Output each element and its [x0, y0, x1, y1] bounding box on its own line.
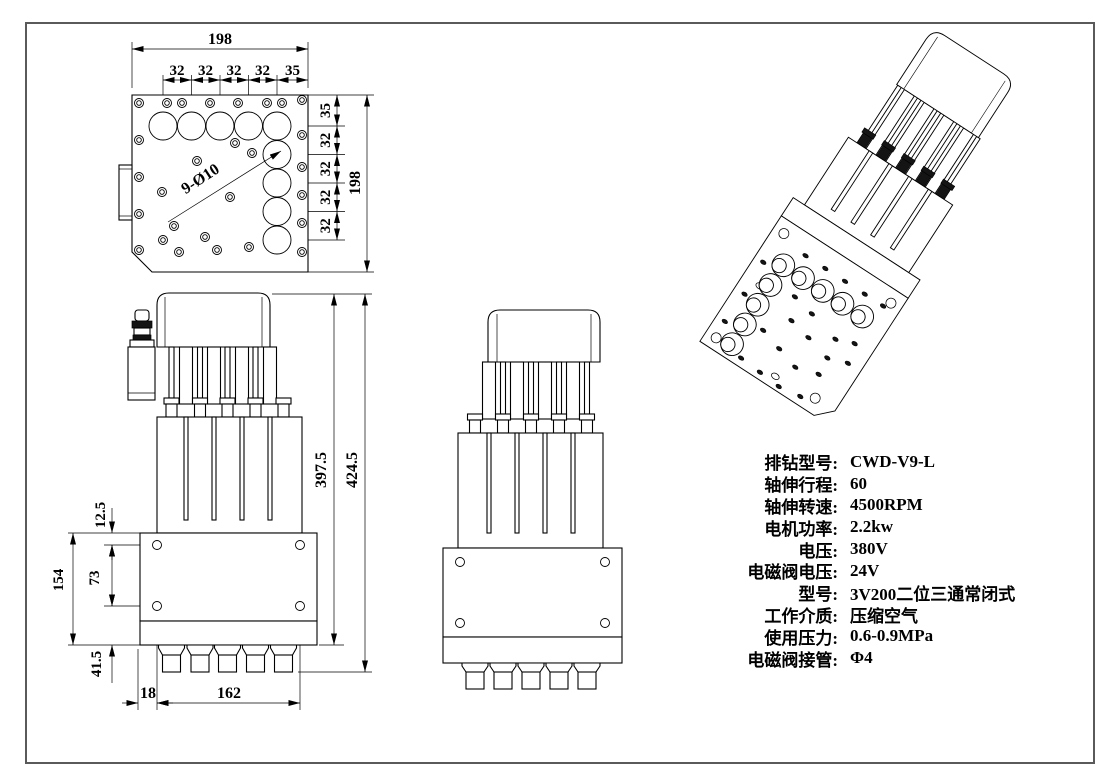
spec-row-model: 排钻型号: CWD-V9-L — [716, 451, 1046, 474]
spec-value: 24V — [850, 560, 880, 580]
front-machine — [127, 292, 318, 673]
dim-pitch: 35 — [285, 63, 300, 79]
drill-chucks — [461, 662, 601, 690]
spec-row-speed: 轴伸转速: 4500RPM — [716, 495, 1046, 517]
dim-side-height: 198 — [347, 171, 364, 195]
spec-value: 60 — [850, 473, 867, 493]
spec-label: 排钻型号: — [764, 454, 838, 474]
top-view: 198 32 32 32 32 35 35 32 32 32 32 19 — [118, 31, 374, 273]
spec-value: 4500RPM — [850, 495, 923, 515]
dim-flange-span: 154 — [51, 568, 67, 591]
spec-label: 使用压力: — [764, 628, 838, 648]
air-fittings — [856, 127, 956, 200]
spec-value: Φ4 — [850, 648, 873, 668]
spec-row-medium: 工作介质: 压缩空气 — [716, 604, 1046, 626]
dim-top-width: 198 — [208, 31, 232, 48]
bolt-holes — [134, 95, 307, 257]
solenoid-valve — [127, 309, 156, 401]
spec-value: 压缩空气 — [850, 606, 918, 626]
spec-value: 2.2kw — [850, 517, 893, 537]
spec-value: 380V — [850, 539, 888, 559]
spec-label: 电机功率: — [764, 519, 838, 539]
dim-pitch: 32 — [318, 218, 334, 233]
spec-row-valve-voltage: 电磁阀电压: 24V — [716, 560, 1046, 583]
spec-label: 轴伸行程: — [764, 476, 838, 496]
dim-hole-pitch-v: 73 — [87, 571, 103, 586]
spec-value: 0.6-0.9MPa — [850, 626, 934, 646]
drawing-border-frame — [25, 22, 1095, 764]
spec-row-voltage: 电压: 380V — [716, 538, 1046, 561]
dim-pitch: 32 — [198, 63, 213, 79]
spec-label: 型号: — [798, 585, 838, 605]
spec-row-stroke: 轴伸行程: 60 — [716, 473, 1046, 496]
spec-label: 电压: — [798, 541, 838, 561]
dim-lower-offset: 41.5 — [89, 651, 105, 677]
dim-pitch: 32 — [255, 63, 270, 79]
side-view — [442, 309, 623, 690]
spec-row-power: 电机功率: 2.2kw — [716, 516, 1046, 539]
spec-value: CWD-V9-L — [850, 451, 935, 471]
spec-row-valve-model: 型号: 3V200二位三通常闭式 — [716, 582, 1046, 604]
dim-pitch: 32 — [227, 63, 242, 79]
spec-value: 3V200二位三通常闭式 — [850, 585, 1016, 605]
dim-plate-to-hole: 12.5 — [93, 502, 109, 528]
dim-pitch: 32 — [170, 63, 185, 79]
air-fittings — [163, 397, 292, 418]
dim-overall-height: 424.5 — [344, 452, 361, 488]
spec-row-pressure: 使用压力: 0.6-0.9MPa — [716, 625, 1046, 648]
drill-chucks — [720, 253, 875, 356]
spec-table: 排钻型号: CWD-V9-L 轴伸行程: 60 轴伸转速: 4500RPM 电机… — [716, 451, 1046, 670]
spec-row-tube: 电磁阀接管: Φ4 — [716, 647, 1046, 670]
spec-label: 工作介质: — [764, 606, 838, 626]
dim-body-height: 397.5 — [313, 452, 330, 488]
dim-hole-pitch-h: 162 — [217, 685, 241, 702]
spec-label: 轴伸转速: — [764, 498, 838, 517]
dim-pitch: 35 — [318, 103, 334, 118]
dim-pitch: 32 — [318, 161, 334, 176]
spec-label: 电磁阀电压: — [747, 563, 838, 583]
dim-pitch: 32 — [318, 133, 334, 148]
dim-edge-offset: 18 — [140, 685, 156, 702]
spec-label: 电磁阀接管: — [747, 650, 838, 670]
front-view: 12.5 73 154 41.5 397.5 424.5 18 162 8-M1… — [51, 292, 372, 710]
drill-chucks — [157, 644, 298, 673]
dim-pitch: 32 — [318, 190, 334, 205]
isometric-view — [699, 32, 1012, 416]
